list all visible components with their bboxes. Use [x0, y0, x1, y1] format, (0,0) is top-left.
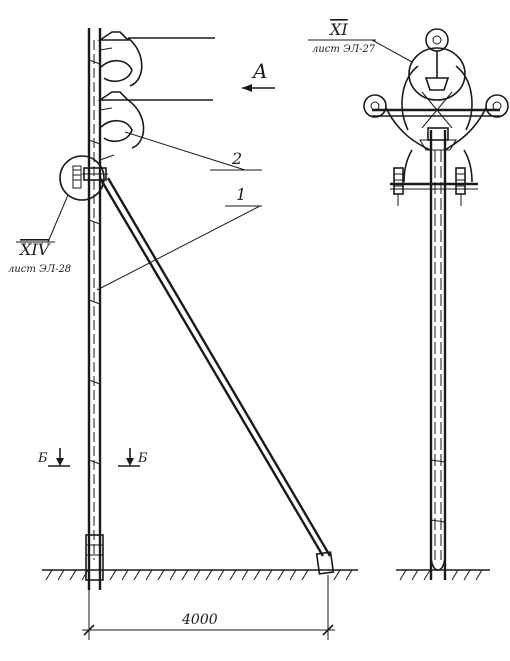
front-view: XI лист ЭЛ-27	[308, 20, 509, 581]
detail-marker-left	[16, 155, 105, 243]
callout-lines	[96, 131, 262, 291]
callout-label-1: 1	[236, 185, 246, 204]
detail-id-left: XIV	[18, 240, 51, 259]
dimension-line	[82, 575, 335, 640]
lower-bracket-right	[390, 167, 478, 206]
section-label-right: Б	[137, 451, 148, 466]
section-label-left: Б	[37, 451, 48, 466]
callout-label-2: 2	[231, 149, 242, 168]
detail-sheet-right: лист ЭЛ-27	[312, 44, 376, 55]
view-arrow	[242, 84, 275, 92]
pole-left	[85, 28, 104, 590]
section-marks	[48, 448, 140, 467]
ground-left	[42, 569, 358, 581]
insulator-assembly-left	[82, 31, 215, 181]
side-view: XIV лист ЭЛ-28 2 1 A Б Б	[8, 28, 358, 640]
ground-right	[396, 569, 490, 581]
strut-brace	[98, 177, 335, 575]
pole-right	[429, 130, 447, 580]
detail-sheet-left: лист ЭЛ-28	[8, 264, 71, 275]
crossarm-right	[363, 28, 509, 183]
view-label: A	[251, 59, 267, 83]
dimension-value: 4000	[181, 612, 218, 628]
detail-marker-right	[308, 39, 466, 101]
detail-id-right: XI	[328, 20, 348, 39]
